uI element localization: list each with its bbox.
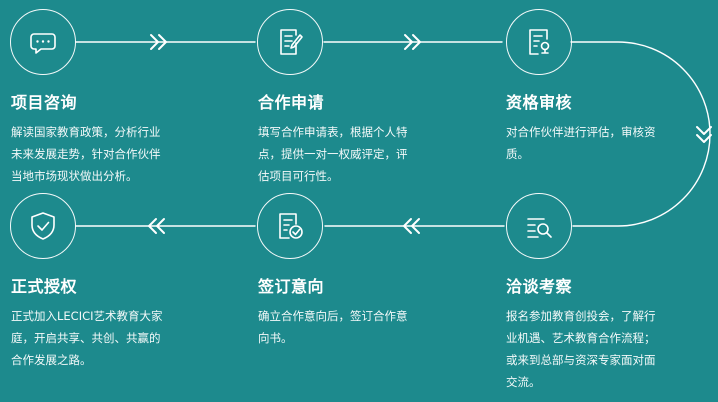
- step-3-title: 资格审核: [506, 93, 573, 112]
- step-1-title: 项目咨询: [11, 93, 78, 112]
- step-6-desc-line: 合作发展之路。: [11, 353, 92, 367]
- step-6-desc-line: 庭，开启共享、共创、共赢的: [11, 331, 161, 345]
- document-edit-icon: [280, 29, 303, 55]
- step-3-icon-circle: [506, 9, 572, 75]
- step-2-desc-line: 点，提供一对一权威评定，评: [258, 147, 408, 161]
- step-4-desc-line: 或来到总部与资深专家面对面: [506, 353, 656, 367]
- chevron-down-icon: [696, 126, 712, 143]
- step-2-desc-line: 估项目可行性。: [258, 169, 339, 183]
- chevron-right-icon: [404, 34, 421, 50]
- chevron-left-icon: [403, 218, 420, 234]
- chat-bubble-icon: [30, 33, 56, 54]
- step-2-description: 填写合作申请表，根据个人特 点，提供一对一权威评定，评 估项目可行性。: [258, 121, 408, 187]
- shield-check-icon: [31, 212, 55, 240]
- step-6-icon-circle: [10, 193, 76, 259]
- step-1-icon-circle: [10, 9, 76, 75]
- step-4-desc-line: 交流。: [506, 375, 541, 389]
- step-1-desc-line: 当地市场现状做出分析。: [11, 169, 138, 183]
- step-1-desc-line: 未来发展走势，针对合作伙伴: [11, 147, 161, 161]
- chevron-right-icon: [150, 34, 167, 50]
- step-4-description: 报名参加教育创投会，了解行 业机遇、艺术教育合作流程； 或来到总部与资深专家面对…: [506, 305, 656, 393]
- step-6-title: 正式授权: [11, 277, 78, 296]
- step-3-description: 对合作伙伴进行评估，审核资 质。: [506, 121, 656, 165]
- step-6-description: 正式加入LECICI艺术教育大家 庭，开启共享、共创、共赢的 合作发展之路。: [11, 305, 163, 371]
- step-4-desc-line: 报名参加教育创投会，了解行: [506, 309, 656, 323]
- step-5-desc-line: 向书。: [258, 331, 293, 345]
- step-4-icon-circle: [506, 193, 572, 259]
- step-2-icon-circle: [257, 9, 323, 75]
- step-3-desc-line: 对合作伙伴进行评估，审核资: [506, 125, 656, 139]
- step-5-description: 确立合作意向后，签订合作意 向书。: [258, 305, 408, 349]
- step-5-title: 签订意向: [258, 277, 325, 296]
- step-4-title: 洽谈考察: [506, 277, 573, 296]
- step-5-icon-circle: [257, 193, 323, 259]
- step-2-desc-line: 填写合作申请表，根据个人特: [258, 125, 408, 139]
- step-3-desc-line: 质。: [506, 147, 529, 161]
- document-seal-icon: [529, 29, 550, 55]
- step-6-desc-line: 正式加入LECICI艺术教育大家: [11, 309, 163, 323]
- chevron-left-icon: [148, 218, 165, 234]
- document-search-icon: [527, 218, 552, 238]
- document-check-icon: [279, 213, 303, 239]
- step-5-desc-line: 确立合作意向后，签订合作意: [258, 309, 408, 323]
- step-1-desc-line: 解读国家教育政策，分析行业: [11, 125, 161, 139]
- step-1-description: 解读国家教育政策，分析行业 未来发展走势，针对合作伙伴 当地市场现状做出分析。: [11, 121, 161, 187]
- step-2-title: 合作申请: [258, 93, 325, 112]
- step-4-desc-line: 业机遇、艺术教育合作流程；: [506, 331, 656, 345]
